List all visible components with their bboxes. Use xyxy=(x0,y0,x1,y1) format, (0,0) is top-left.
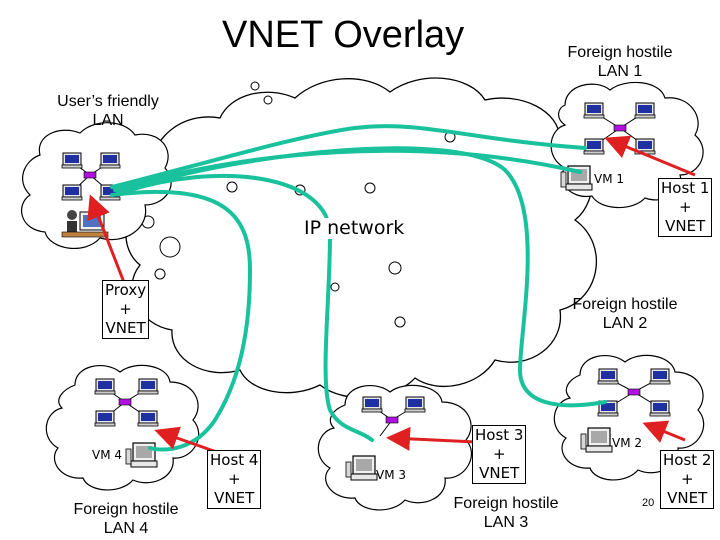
slide-number: 20 xyxy=(642,497,655,509)
host1-box: Host 1 + VNET xyxy=(658,178,713,237)
vm1-label: VM 1 xyxy=(594,172,625,186)
proxy-box: Proxy + VNET xyxy=(102,280,150,339)
lan2-label: Foreign hostile LAN 2 xyxy=(572,296,678,332)
vm2-label: VM 2 xyxy=(612,436,643,450)
user-lan-label: User’s friendly LAN xyxy=(57,93,159,129)
link-proxy-vm2 xyxy=(116,146,607,408)
host2-box: Host 2 + VNET xyxy=(660,450,715,509)
lan3-cloud xyxy=(317,384,472,511)
slide-title: VNET Overlay xyxy=(222,14,465,56)
host4-box: Host 4 + VNET xyxy=(207,450,262,509)
pointer-arrows xyxy=(87,135,696,457)
overlay-links xyxy=(110,124,607,452)
user-lan-cloud xyxy=(21,122,172,250)
lan3-label: Foreign hostile LAN 3 xyxy=(453,495,559,531)
lan1-label: Foreign hostile LAN 1 xyxy=(567,44,673,80)
lan4-cloud xyxy=(45,364,200,491)
host3-box: Host 3 + VNET xyxy=(472,425,527,484)
lan4-label: Foreign hostile LAN 4 xyxy=(73,501,179,537)
vm4-label: VM 4 xyxy=(92,448,123,462)
vm3-label: VM 3 xyxy=(376,468,407,482)
link-proxy-vm3 xyxy=(118,173,374,442)
link-proxy-lan1 xyxy=(110,124,587,189)
ip-network-label: IP network xyxy=(300,218,409,239)
hub-icons xyxy=(83,124,641,424)
